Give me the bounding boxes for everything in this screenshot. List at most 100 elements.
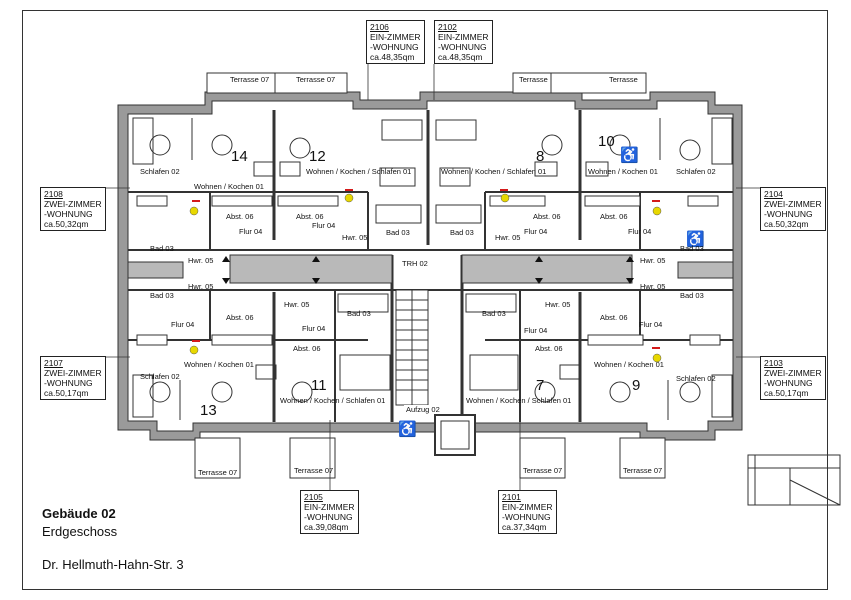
unit-type-suffix: -WOHNUNG — [304, 512, 353, 522]
room-label: Flur 04 — [628, 227, 652, 236]
apartment-number: 10 — [598, 133, 615, 150]
apartment-number: 8 — [536, 148, 545, 165]
room-label: Bad 03 — [150, 244, 174, 253]
room-label: Hwr. 05 — [640, 282, 666, 291]
unit-number: 2108 — [44, 189, 63, 199]
unit-area: ca.48,35qm — [438, 52, 483, 62]
unit-number: 2103 — [764, 358, 783, 368]
room-label: Wohnen / Kochen 01 — [194, 182, 264, 191]
room-label: Wohnen / Kochen 01 — [184, 360, 254, 369]
room-label: Bad 03 — [150, 291, 174, 300]
room-label: Hwr. 05 — [188, 282, 214, 291]
terrace-label: Terrasse 07 — [523, 466, 563, 475]
unit-type: EIN-ZIMMER — [502, 502, 553, 512]
unit-callout-2106: 2106 EIN-ZIMMER -WOHNUNG ca.48,35qm — [366, 20, 425, 64]
unit-callout-2104: 2104 ZWEI-ZIMMER -WOHNUNG ca.50,32qm — [760, 187, 826, 231]
room-label: Schlafen 02 — [676, 167, 716, 176]
unit-type: ZWEI-ZIMMER — [44, 368, 102, 378]
room-label: Flur 04 — [171, 320, 195, 329]
room-label: Hwr. 05 — [188, 256, 214, 265]
unit-type-suffix: -WOHNUNG — [44, 378, 93, 388]
unit-callout-2108: 2108 ZWEI-ZIMMER -WOHNUNG ca.50,32qm — [40, 187, 106, 231]
stairwell-label: TRH 02 — [400, 259, 430, 268]
unit-number: 2106 — [370, 22, 389, 32]
apartment-number: 9 — [632, 377, 641, 394]
room-label: Bad 03 — [680, 291, 704, 300]
room-label: Hwr. 05 — [342, 233, 368, 242]
room-label: Bad 03 — [680, 244, 704, 253]
terrace-label: Terrasse — [519, 75, 548, 84]
unit-type-suffix: -WOHNUNG — [764, 209, 813, 219]
unit-area: ca.50,17qm — [764, 388, 809, 398]
unit-callout-2101: 2101 EIN-ZIMMER -WOHNUNG ca.37,34qm — [498, 490, 557, 534]
unit-callout-2107: 2107 ZWEI-ZIMMER -WOHNUNG ca.50,17qm — [40, 356, 106, 400]
room-label: Abst. 06 — [226, 212, 254, 221]
unit-callout-2105: 2105 EIN-ZIMMER -WOHNUNG ca.39,08qm — [300, 490, 359, 534]
room-label: Hwr. 05 — [284, 300, 310, 309]
wheelchair-icon: ♿ — [398, 421, 417, 438]
room-label: Abst. 06 — [600, 212, 628, 221]
room-label: Hwr. 05 — [640, 256, 666, 265]
apartment-number: 11 — [311, 377, 327, 394]
unit-type: EIN-ZIMMER — [370, 32, 421, 42]
unit-type-suffix: -WOHNUNG — [764, 378, 813, 388]
unit-number: 2104 — [764, 189, 783, 199]
unit-area: ca.48,35qm — [370, 52, 415, 62]
unit-area: ca.50,32qm — [764, 219, 809, 229]
terrace-label: Terrasse — [609, 75, 638, 84]
room-label: Bad 03 — [482, 309, 506, 318]
apartment-number: 7 — [536, 377, 545, 394]
elevator-label: Aufzug 02 — [404, 405, 442, 414]
terrace-label: Terrasse 07 — [294, 466, 334, 475]
terrace-label: Terrasse 07 — [296, 75, 336, 84]
unit-type-suffix: -WOHNUNG — [44, 209, 93, 219]
room-label: Wohnen / Kochen / Schlafen 01 — [306, 167, 412, 176]
unit-type: EIN-ZIMMER — [304, 502, 355, 512]
room-label: Schlafen 02 — [676, 374, 716, 383]
room-label: Abst. 06 — [535, 344, 563, 353]
unit-number: 2107 — [44, 358, 63, 368]
apartment-number: 13 — [200, 402, 217, 419]
room-label: Schlafen 02 — [140, 167, 180, 176]
terrace-label: Terrasse 07 — [623, 466, 663, 475]
room-label: Flur 04 — [302, 324, 326, 333]
building-title: Gebäude 02 — [42, 506, 116, 521]
unit-number: 2102 — [438, 22, 457, 32]
unit-type: ZWEI-ZIMMER — [764, 368, 822, 378]
unit-area: ca.50,17qm — [44, 388, 89, 398]
wheelchair-icon: ♿ — [686, 231, 705, 248]
room-label: Flur 04 — [524, 227, 548, 236]
apartment-number: 14 — [231, 148, 248, 165]
room-label: Schlafen 02 — [140, 372, 180, 381]
apartment-number: 12 — [309, 148, 326, 165]
room-label: Flur 04 — [312, 221, 336, 230]
room-label: Flur 04 — [524, 326, 548, 335]
unit-type: EIN-ZIMMER — [438, 32, 489, 42]
unit-callout-2102: 2102 EIN-ZIMMER -WOHNUNG ca.48,35qm — [434, 20, 493, 64]
unit-number: 2105 — [304, 492, 323, 502]
room-label: Wohnen / Kochen / Schlafen 01 — [441, 167, 547, 176]
room-label: Bad 03 — [347, 309, 371, 318]
room-label: Hwr. 05 — [495, 233, 521, 242]
room-label: Bad 03 — [450, 228, 474, 237]
room-label: Bad 03 — [386, 228, 410, 237]
unit-type: ZWEI-ZIMMER — [764, 199, 822, 209]
terrace-label: Terrasse 07 — [198, 468, 238, 477]
room-label: Wohnen / Kochen 01 — [594, 360, 664, 369]
room-label: Abst. 06 — [533, 212, 561, 221]
room-label: Wohnen / Kochen 01 — [588, 167, 658, 176]
room-label: Flur 04 — [639, 320, 663, 329]
room-label: Abst. 06 — [600, 313, 628, 322]
unit-type-suffix: -WOHNUNG — [370, 42, 419, 52]
unit-type: ZWEI-ZIMMER — [44, 199, 102, 209]
unit-area: ca.39,08qm — [304, 522, 349, 532]
unit-type-suffix: -WOHNUNG — [502, 512, 551, 522]
room-label: Wohnen / Kochen / Schlafen 01 — [280, 396, 386, 405]
address: Dr. Hellmuth-Hahn-Str. 3 — [42, 557, 184, 572]
floor-name: Erdgeschoss — [42, 524, 118, 539]
room-label: Abst. 06 — [226, 313, 254, 322]
wheelchair-icon: ♿ — [620, 147, 639, 164]
room-label: Flur 04 — [239, 227, 263, 236]
unit-callout-2103: 2103 ZWEI-ZIMMER -WOHNUNG ca.50,17qm — [760, 356, 826, 400]
